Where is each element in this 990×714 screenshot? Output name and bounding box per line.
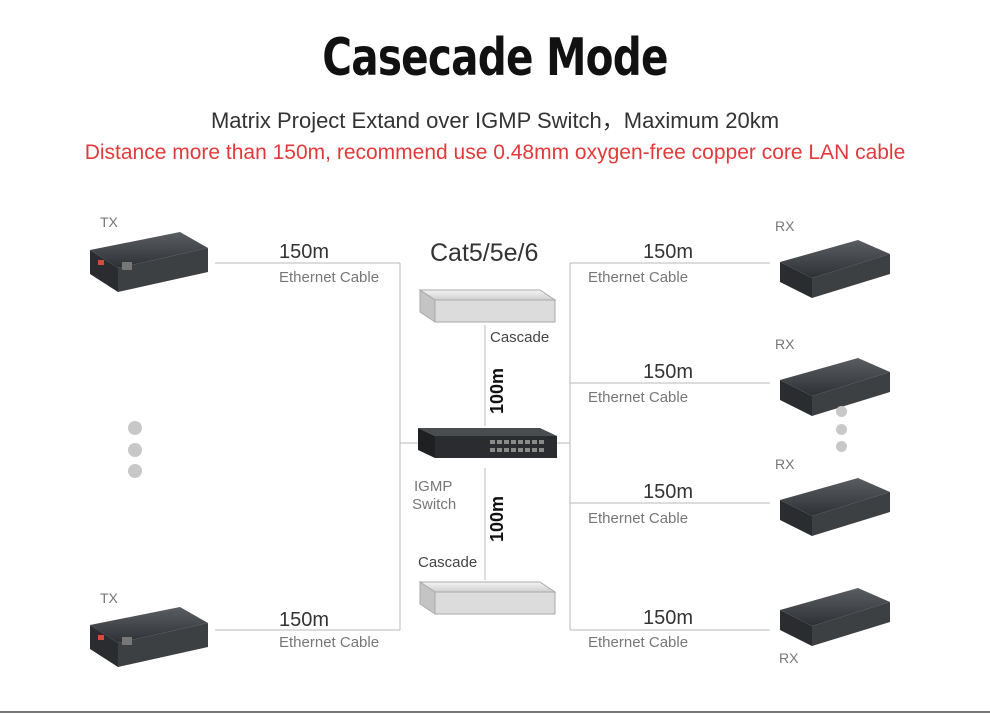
left-distance-top: 150m <box>279 241 330 263</box>
right-distance-3: 150m <box>643 481 694 503</box>
right-cable-2: Ethernet Cable <box>588 389 689 406</box>
bottom-divider <box>0 711 990 713</box>
tx-device-bottom <box>90 607 208 667</box>
page-title: Casecade Mode <box>322 28 668 88</box>
ellipsis-dot <box>836 406 847 417</box>
left-cable-bottom: Ethernet Cable <box>279 634 380 651</box>
left-distance-bottom: 150m <box>279 609 330 631</box>
cable-recommendation-note: Distance more than 150m, recommend use 0… <box>84 141 906 164</box>
left-cable-top: Ethernet Cable <box>279 269 380 286</box>
vertical-distance-bottom: 100m <box>487 495 507 542</box>
igmp-label-line1: IGMP <box>414 478 453 495</box>
right-cable-1: Ethernet Cable <box>588 269 689 286</box>
cascade-switch-bottom <box>418 581 557 615</box>
right-distance-2: 150m <box>643 361 694 383</box>
right-distance-4: 150m <box>643 607 694 629</box>
right-cable-3: Ethernet Cable <box>588 510 689 527</box>
cascade-label-top: Cascade <box>490 329 550 346</box>
tx-label-bottom: TX <box>100 590 118 606</box>
right-cable-4: Ethernet Cable <box>588 634 689 651</box>
subtitle: Matrix Project Extand over IGMP Switch，M… <box>210 108 780 133</box>
rx-label-3: RX <box>775 456 795 472</box>
rx-label-2: RX <box>775 336 795 352</box>
ellipsis-dot <box>128 464 142 478</box>
tx-device-top <box>90 232 208 292</box>
rx-device-3 <box>780 478 890 536</box>
ellipsis-dot <box>836 424 847 435</box>
cat-cable-label: Cat5/5e/6 <box>430 239 539 267</box>
rx-device-2 <box>780 358 890 416</box>
ellipsis-dot <box>836 441 847 452</box>
cascade-switch-top <box>418 289 557 323</box>
rx-device-1 <box>780 240 890 298</box>
right-distance-1: 150m <box>643 241 694 263</box>
tx-label-top: TX <box>100 214 118 230</box>
igmp-switch <box>418 428 557 458</box>
rx-device-4 <box>780 588 890 646</box>
cascade-label-bottom: Cascade <box>418 554 478 571</box>
ellipsis-dot <box>128 443 142 457</box>
rx-label-4: RX <box>779 650 799 666</box>
ellipsis-dot <box>128 421 142 435</box>
vertical-distance-top: 100m <box>487 367 507 414</box>
rx-label-1: RX <box>775 218 795 234</box>
igmp-label-line2: Switch <box>412 496 457 513</box>
